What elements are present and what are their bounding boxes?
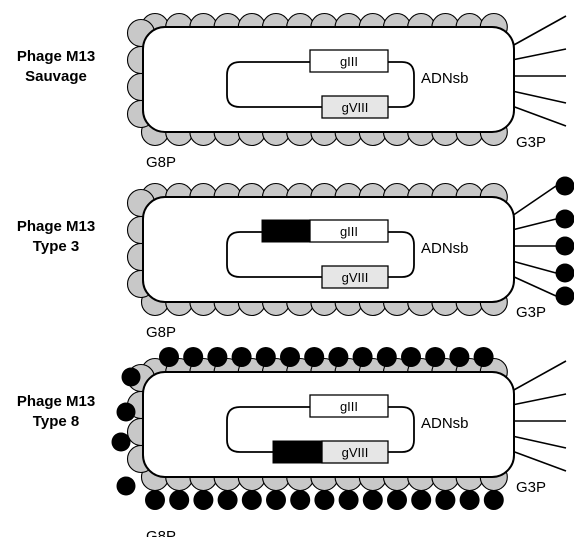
panel-type3: gIII gVIII ADNsb Phage M13 Type 3 G8P G3… — [17, 176, 574, 341]
g8p-fusion-peptide — [207, 347, 228, 367]
gene-iii-label: gIII — [340, 54, 358, 69]
panel-title-line2: Type 3 — [33, 238, 79, 255]
insert-gene — [261, 219, 311, 243]
gene-viii-label: gVIII — [342, 100, 369, 115]
panel-title-line1: Phage M13 — [17, 218, 95, 235]
g8p-fusion-peptide — [231, 347, 252, 367]
gene-iii-label: gIII — [340, 399, 358, 414]
g3p-proteins — [511, 360, 567, 472]
g8p-fusion-peptide — [483, 490, 504, 510]
g3p-protein — [511, 260, 557, 274]
ssdna-label: ADNsb — [421, 70, 469, 87]
g8p-label: G8P — [146, 528, 176, 537]
dna-loop — [226, 61, 415, 108]
panel-sauvage: gIII gVIII ADNsb Phage M13 Sauvage G8P G… — [17, 12, 567, 171]
g3p-fusion-peptide — [555, 209, 574, 229]
g8p-fusion-peptide — [435, 490, 456, 510]
gene-viii-label: gVIII — [342, 445, 369, 460]
gene-viii-label: gVIII — [342, 270, 369, 285]
ssdna-label: ADNsb — [421, 415, 469, 432]
g8p-label: G8P — [146, 154, 176, 171]
g8p-fusion-peptide — [304, 347, 325, 367]
g3p-fusion-peptide — [555, 286, 574, 306]
g8p-fusion-peptide — [116, 402, 136, 422]
g8p-fusion-peptide — [159, 347, 179, 367]
dna-loop — [226, 406, 415, 453]
g8p-fusion-peptide — [193, 490, 214, 510]
panel-title-line1: Phage M13 — [17, 48, 95, 65]
g8p-fusion-peptide — [169, 490, 190, 510]
g8p-coat-left — [111, 363, 156, 496]
g8p-fusion-peptide — [121, 367, 141, 387]
g3p-protein — [511, 360, 567, 392]
g3p-protein — [511, 90, 567, 104]
g8p-fusion-peptide — [449, 347, 470, 367]
g3p-proteins — [511, 15, 567, 127]
ssdna-label: ADNsb — [421, 240, 469, 257]
g8p-fusion-peptide — [290, 490, 311, 510]
g8p-fusion-peptide — [314, 490, 335, 510]
g3p-protein — [511, 218, 557, 231]
g3p-protein — [511, 15, 567, 47]
g8p-fusion-peptide — [352, 347, 373, 367]
g8p-fusion-peptide — [473, 347, 494, 367]
g3p-protein — [511, 275, 557, 297]
g8p-fusion-peptide — [145, 490, 165, 510]
gene-iii-box — [309, 394, 389, 418]
g8p-fusion-peptide — [425, 347, 446, 367]
gene-viii-box — [321, 95, 389, 119]
g8p-fusion-peptide — [387, 490, 407, 510]
g8p-fusion-peptide — [266, 490, 286, 510]
g8p-fusion-peptide — [183, 347, 204, 367]
panel-type8: gIII gVIII ADNsb Phage M13 Type 8 G8P G3… — [17, 347, 567, 537]
g3p-fusion-peptide — [555, 263, 574, 283]
g3p-label: G3P — [516, 304, 546, 321]
g8p-fusion-peptide — [116, 476, 136, 496]
panel-title-line2: Type 8 — [33, 413, 79, 430]
g3p-protein — [511, 105, 567, 127]
g8p-fusion-peptide — [338, 490, 359, 510]
g8p-fusion-peptide — [401, 347, 421, 367]
panel-title-line1: Phage M13 — [17, 393, 95, 410]
g3p-fusion-peptide — [555, 176, 574, 196]
insert-gene — [272, 440, 323, 464]
g3p-protein — [511, 48, 567, 61]
dna-loop — [226, 231, 415, 278]
panel-title-line2: Sauvage — [25, 68, 87, 85]
g3p-protein — [511, 185, 557, 217]
g8p-label: G8P — [146, 324, 176, 341]
g8p-fusion-peptide — [241, 490, 262, 510]
g8p-fusion-peptide — [217, 490, 238, 510]
g3p-label: G3P — [516, 479, 546, 496]
g3p-fusion-peptide — [555, 236, 574, 256]
g8p-fusion-peptide — [255, 347, 276, 367]
g3p-protein — [511, 435, 567, 449]
gene-iii-box — [309, 49, 389, 73]
gene-iii-label: gIII — [340, 224, 358, 239]
g8p-fusion-peptide — [328, 347, 349, 367]
g8p-fusion-peptide — [411, 490, 432, 510]
g3p-protein — [511, 450, 567, 472]
gene-viii-box — [321, 265, 389, 289]
g8p-fusion-peptide — [459, 490, 480, 510]
g3p-proteins — [511, 176, 574, 306]
g8p-fusion-peptide — [376, 347, 397, 367]
g8p-fusion-peptide — [280, 347, 300, 367]
g3p-label: G3P — [516, 134, 546, 151]
g8p-fusion-peptide — [362, 490, 383, 510]
g8p-fusion-peptide — [111, 432, 131, 452]
g3p-protein — [511, 393, 567, 406]
